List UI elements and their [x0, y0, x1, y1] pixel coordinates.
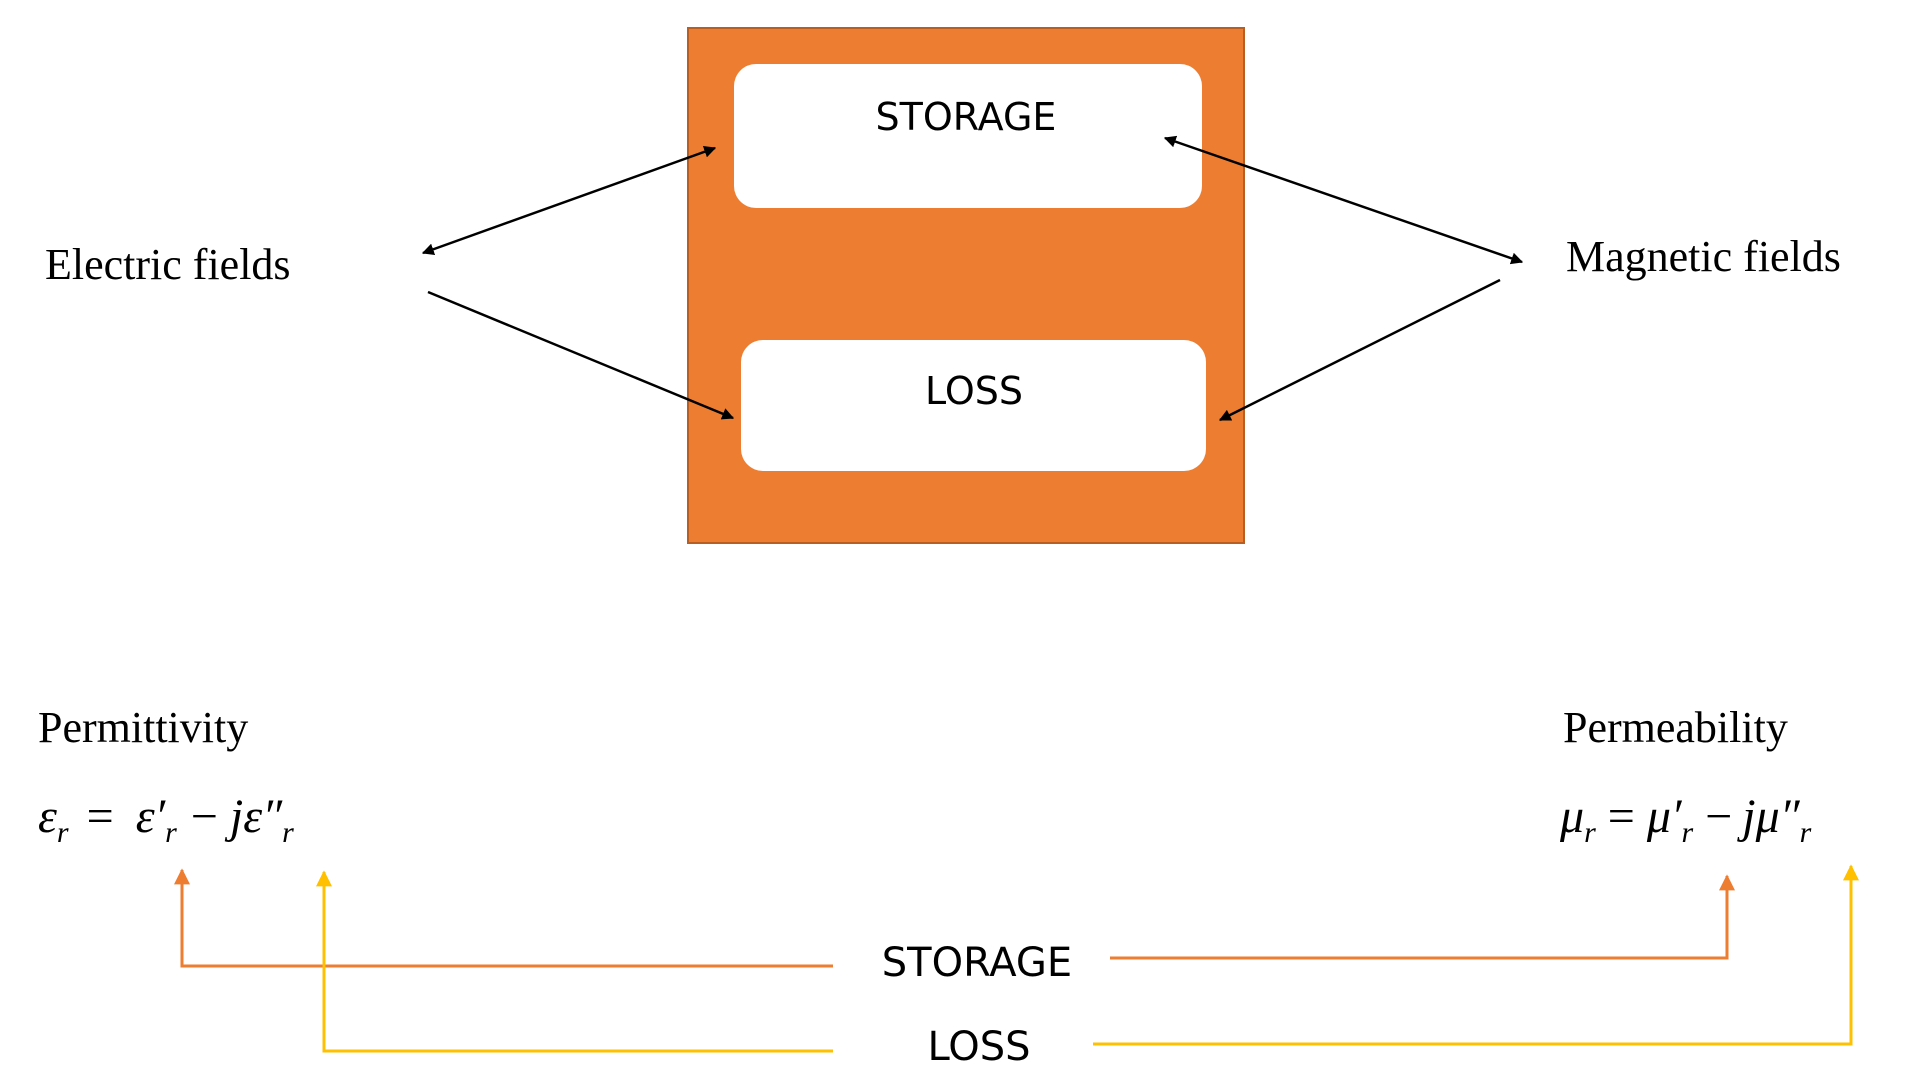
loss-line-permeability — [1093, 864, 1859, 1046]
storage-box-label: STORAGE — [876, 95, 1057, 139]
loss-line-permittivity — [316, 870, 833, 1053]
permittivity-equation: εr=ε′r−jε″r — [38, 790, 294, 849]
storage-line-permeability — [1110, 874, 1735, 960]
electric-loss-arrow — [427, 290, 735, 420]
magnetic-storage-arrow — [1163, 135, 1524, 265]
magnetic-loss-arrow — [1218, 278, 1501, 422]
loss-box — [741, 340, 1206, 471]
legend-loss-label: LOSS — [927, 1024, 1030, 1070]
electric-fields-label: Electric fields — [45, 240, 291, 289]
magnetic-fields-label: Magnetic fields — [1566, 232, 1841, 281]
storage-box — [734, 64, 1202, 208]
permittivity-label: Permittivity — [38, 703, 248, 752]
loss-box-label: LOSS — [925, 369, 1023, 413]
permeability-label: Permeability — [1563, 703, 1788, 752]
permeability-equation: μr=μ′r−jμ″r — [1559, 790, 1812, 849]
storage-line-permittivity — [174, 868, 833, 968]
legend-storage-label: STORAGE — [882, 940, 1072, 986]
electric-storage-arrow — [421, 146, 717, 255]
